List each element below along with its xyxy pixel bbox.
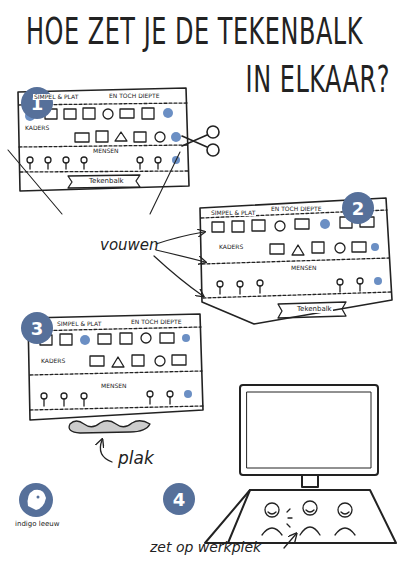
step-number: 3 bbox=[21, 312, 53, 344]
callout-number: 3 bbox=[31, 318, 44, 339]
strip-text: EN TOCH DIEPTE bbox=[130, 319, 182, 325]
title: HOE ZET JE DE TEKENBALK IN ELKAAR? bbox=[26, 8, 390, 104]
strip-sheet bbox=[8, 88, 189, 214]
folded-strip bbox=[200, 198, 392, 324]
banner-text: Tekenbalk bbox=[88, 178, 125, 185]
strip-text: MENSEN bbox=[100, 383, 128, 389]
logo-text: indigo leeuw bbox=[14, 521, 60, 528]
step-number: 4 bbox=[163, 483, 195, 515]
strip-text: KADERS bbox=[218, 244, 244, 250]
callout-number: 2 bbox=[352, 198, 365, 219]
strip-text: KADERS bbox=[24, 125, 50, 131]
step-label: zet op werkplek bbox=[150, 540, 261, 554]
scissors-icon bbox=[182, 126, 219, 156]
step-label: plak bbox=[118, 450, 154, 467]
strip-text: MENSEN bbox=[290, 265, 318, 271]
lion-logo bbox=[19, 483, 53, 517]
strip-text: EN TOCH DIEPTE bbox=[270, 206, 322, 212]
glue-strip bbox=[28, 314, 203, 462]
strip-text: EN TOCH DIEPTE bbox=[108, 93, 160, 99]
arrow bbox=[284, 534, 296, 548]
banner-text: Tekenbalk bbox=[296, 306, 333, 313]
strip-text: SIMPEL & PLAT bbox=[56, 321, 102, 327]
strip-text: KADERS bbox=[40, 358, 66, 364]
strip-text: SIMPEL & PLAT bbox=[33, 94, 79, 100]
monitor-on-desk bbox=[205, 385, 396, 543]
callout-number: 4 bbox=[173, 489, 186, 510]
strip-text: MENSEN bbox=[92, 148, 120, 154]
step-label: vouwen bbox=[100, 238, 159, 253]
fold-arrows bbox=[154, 232, 205, 296]
step-number: 2 bbox=[342, 192, 374, 224]
step-number: 1 bbox=[21, 87, 53, 119]
strip-text: SIMPEL & PLAT bbox=[210, 210, 256, 216]
